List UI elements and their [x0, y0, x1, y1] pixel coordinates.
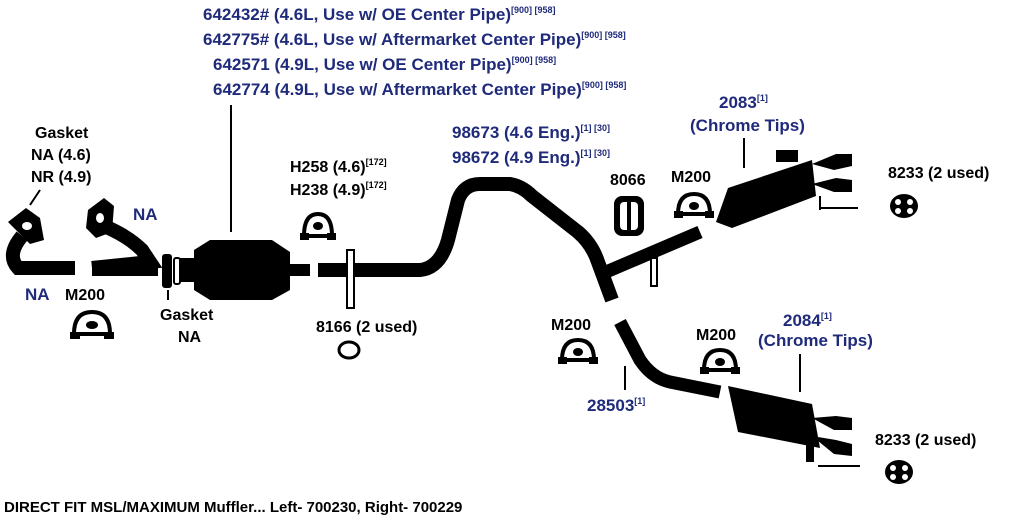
ring-8166: [337, 340, 361, 360]
h258-label: H258 (4.6)[172]: [290, 157, 387, 176]
p8066-label: 8066: [610, 172, 646, 189]
lower-branch-pipe: [614, 318, 722, 399]
na-lower-label: NA: [25, 285, 50, 304]
p28503-label: 28503[1]: [587, 396, 645, 415]
p8166-label: 8166 (2 used): [316, 319, 417, 336]
hanger-8166: [346, 249, 355, 309]
right-downpipe: [91, 219, 163, 275]
m200-clamp-lower-right: [700, 347, 740, 374]
gasket-flange-right-hole: [96, 213, 104, 223]
m200-clamp-mid: [558, 337, 598, 364]
gasket-flange-left-hole: [22, 222, 32, 230]
upper-muffler: [716, 150, 852, 228]
p2083-label: 2083[1]: [719, 93, 768, 112]
h238-label: H238 (4.9)[172]: [290, 180, 387, 199]
upper-branch-pipe: [603, 226, 703, 278]
chrome-tips-lower-label: (Chrome Tips): [758, 331, 873, 350]
gasket-left-label-3: NR (4.9): [31, 169, 91, 186]
gasket-na-label-1: Gasket: [160, 307, 214, 324]
left-downpipe: [5, 231, 75, 275]
hanger-8066: [614, 196, 644, 236]
m200-upper-right-label: M200: [671, 169, 711, 186]
isolator-8233-lower: [885, 460, 913, 484]
footer-caption: DIRECT FIT MSL/MAXIMUM Muffler... Left- …: [4, 499, 462, 516]
gasket-na-ring: [173, 257, 181, 285]
m200-clamp-left: [70, 309, 114, 339]
header-line-2: 642775# (4.6L, Use w/ Aftermarket Center…: [203, 30, 626, 49]
m200-lower-right-label: M200: [696, 327, 736, 344]
p8233-upper-label: 8233 (2 used): [888, 165, 989, 182]
gasket-na-flange: [162, 254, 172, 288]
catalytic-converter: [180, 240, 310, 300]
header-line-4: 642774 (4.9L, Use w/ Aftermarket Center …: [213, 80, 626, 99]
gasket-na-label-2: NA: [178, 329, 202, 346]
p8233-lower-label: 8233 (2 used): [875, 432, 976, 449]
p98672-label: 98672 (4.9 Eng.)[1] [30]: [452, 148, 610, 167]
na-upper-label: NA: [133, 205, 158, 224]
m200-clamp-upper-right: [674, 191, 714, 218]
m200-left-label: M200: [65, 287, 105, 304]
header-line-3: 642571 (4.9L, Use w/ OE Center Pipe)[900…: [213, 55, 556, 74]
center-pipe: [318, 177, 619, 303]
isolator-8233-upper: [890, 194, 918, 218]
p98673-label: 98673 (4.6 Eng.)[1] [30]: [452, 123, 610, 142]
gasket-left-label-1: Gasket: [35, 125, 89, 142]
p2084-label: 2084[1]: [783, 311, 832, 330]
upper-hanger-rod: [650, 257, 658, 287]
lower-muffler: [728, 386, 852, 462]
m200-mid-label: M200: [551, 317, 591, 334]
h258-clamp: [300, 211, 336, 240]
gasket-left-label-2: NA (4.6): [31, 147, 91, 164]
gasket-left-leader: [29, 189, 41, 206]
header-line-1: 642432# (4.6L, Use w/ OE Center Pipe)[90…: [203, 5, 556, 24]
chrome-tips-upper-label: (Chrome Tips): [690, 116, 805, 135]
